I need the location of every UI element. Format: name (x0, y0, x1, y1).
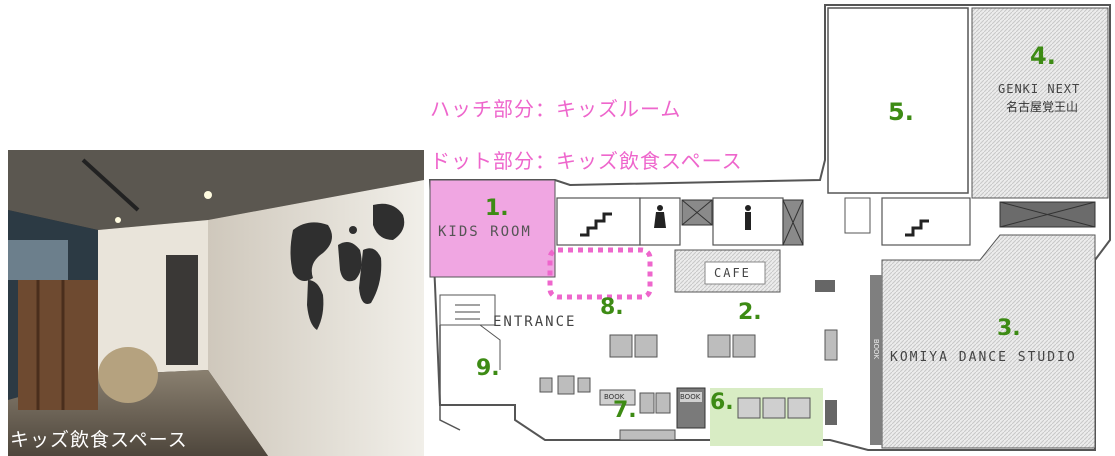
photo-caption: キッズ飲食スペース (10, 429, 188, 451)
kids-room (429, 179, 556, 278)
area-5-number: 5. (888, 98, 914, 126)
area-6-number: 6. (710, 390, 734, 415)
area-5-room (827, 7, 969, 194)
floor-map: 1. KIDS ROOM 2. 3. KOMIYA DANCE STUDIO 4… (420, 0, 1115, 456)
floor-plan-drawing (428, 4, 1111, 451)
book-shelf (870, 275, 882, 445)
corridor-image (8, 150, 424, 456)
dance-studio-room (881, 234, 1096, 449)
book-label-3: BOOK (872, 338, 881, 360)
genki-number: 4. (1030, 42, 1056, 70)
kids-room-number: 1. (485, 196, 509, 221)
entrance-label: ENTRANCE (493, 314, 577, 330)
genki-label: GENKI NEXT (998, 82, 1081, 96)
legend-hatch-text: ハッチ部分：キッズルーム (430, 97, 682, 121)
area-9-number: 9. (476, 356, 500, 381)
legend-dot-text: ドット部分：キッズ飲食スペース (430, 149, 743, 173)
genki-sublabel: 名古屋覚王山 (1006, 100, 1079, 114)
area-8-number: 8. (600, 295, 624, 320)
area-2-number: 2. (738, 300, 762, 325)
dance-studio-number: 3. (997, 316, 1021, 341)
book-label-2: BOOK (680, 393, 701, 401)
cafe-label: CAFE (714, 266, 751, 280)
area-7-number: 7. (613, 398, 637, 423)
book-label-1: BOOK (604, 393, 625, 401)
dance-studio-label: KOMIYA DANCE STUDIO (890, 350, 1077, 365)
kids-dining-area (547, 247, 653, 300)
kids-room-label: KIDS ROOM (438, 224, 532, 240)
genki-next-room (971, 7, 1109, 199)
kids-dining-photo: キッズ飲食スペース (8, 150, 424, 456)
